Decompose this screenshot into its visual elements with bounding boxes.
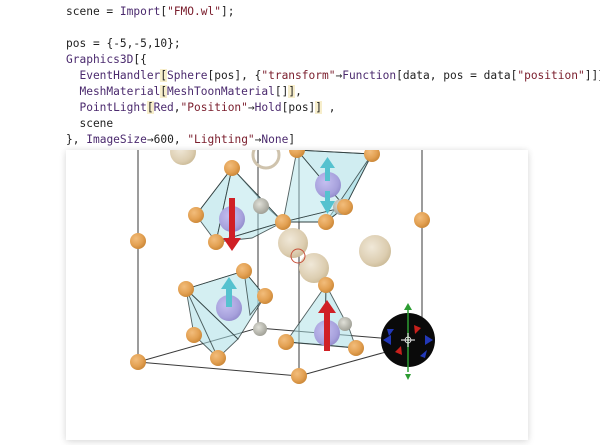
code-token: = xyxy=(99,5,120,18)
code-token: [ xyxy=(160,85,168,98)
code-input-cell[interactable]: scene = Import["FMO.wl"];pos = {-5,-5,10… xyxy=(0,0,600,150)
code-token: None xyxy=(261,133,289,146)
code-token: [{ xyxy=(133,53,147,66)
code-token: [ xyxy=(160,69,168,82)
code-token: , xyxy=(72,133,87,146)
spin-arrows xyxy=(221,157,336,351)
code-token: MeshToonMaterial xyxy=(167,85,275,98)
code-token: , xyxy=(295,85,302,98)
code-token: [pos], { xyxy=(207,69,262,82)
code-token: Hold xyxy=(254,101,282,114)
code-token: Import xyxy=(119,5,161,18)
code-token: , xyxy=(322,101,336,114)
code-token: "position" xyxy=(517,69,585,82)
code-token: [pos] xyxy=(281,101,316,114)
code-token: 10 xyxy=(153,37,168,50)
code-line[interactable]: MeshMaterial[MeshToonMaterial[]], xyxy=(66,84,302,100)
code-line[interactable]: EventHandler[Sphere[pos], {"transform"→F… xyxy=(66,68,600,84)
code-token: "Lighting" xyxy=(187,133,255,146)
code-token: ] xyxy=(315,101,323,114)
code-token: scene xyxy=(66,5,100,18)
beige-atoms xyxy=(170,150,391,336)
code-token: "Position" xyxy=(180,101,248,114)
code-token: Red xyxy=(153,101,174,114)
code-token: } xyxy=(66,133,73,146)
code-token: , xyxy=(126,37,134,50)
code-token: = xyxy=(86,37,107,50)
code-token: MeshMaterial xyxy=(66,85,161,98)
code-token: ] xyxy=(288,85,296,98)
orange-atoms xyxy=(130,150,430,384)
code-line[interactable]: PointLight[Red,"Position"→Hold[pos]] , xyxy=(66,100,336,116)
code-token: scene xyxy=(66,117,114,130)
code-token: "FMO.wl" xyxy=(167,5,221,18)
code-token: -5 xyxy=(133,37,147,50)
code-token: [data, pos = data[ xyxy=(396,69,518,82)
code-token: EventHandler xyxy=(66,69,161,82)
code-token: -5 xyxy=(113,37,127,50)
code-token: }; xyxy=(167,37,181,50)
code-line[interactable]: pos = {-5,-5,10}; xyxy=(66,36,181,52)
code-token: , xyxy=(146,37,154,50)
3d-scene-canvas[interactable] xyxy=(66,150,528,440)
code-token: → xyxy=(146,133,154,146)
code-token: , xyxy=(173,101,181,114)
transform-gizmo-icon[interactable] xyxy=(381,303,435,380)
code-token: Function xyxy=(342,69,397,82)
code-token: Sphere xyxy=(167,69,208,82)
code-token: ]]} xyxy=(584,69,600,82)
code-token: , xyxy=(173,133,188,146)
code-line[interactable]: Graphics3D[{ xyxy=(66,52,147,68)
code-token: → xyxy=(247,101,255,114)
code-token: → xyxy=(254,133,262,146)
code-line[interactable]: scene = Import["FMO.wl"]; xyxy=(66,4,234,20)
graphics3d-output[interactable] xyxy=(66,150,528,440)
code-token: → xyxy=(335,69,343,82)
code-token: ]; xyxy=(220,5,235,18)
code-token: ] xyxy=(288,133,296,146)
code-token: ImageSize xyxy=(86,133,147,146)
octahedron-left xyxy=(195,167,284,244)
code-token: PointLight xyxy=(66,101,147,114)
code-token: [] xyxy=(274,85,289,98)
code-token: "transform" xyxy=(261,69,336,82)
code-token: [ xyxy=(160,5,168,18)
lavender-atoms xyxy=(216,172,341,346)
code-line[interactable]: scene xyxy=(66,116,113,132)
code-token: Graphics3D xyxy=(66,53,134,66)
code-token: 600 xyxy=(153,133,174,146)
point-light-probe-icon xyxy=(290,248,306,264)
code-token: pos xyxy=(66,37,87,50)
code-token: [ xyxy=(146,101,154,114)
code-token: { xyxy=(106,37,114,50)
code-line[interactable]: }, ImageSize→600, "Lighting"→None] xyxy=(66,132,295,148)
